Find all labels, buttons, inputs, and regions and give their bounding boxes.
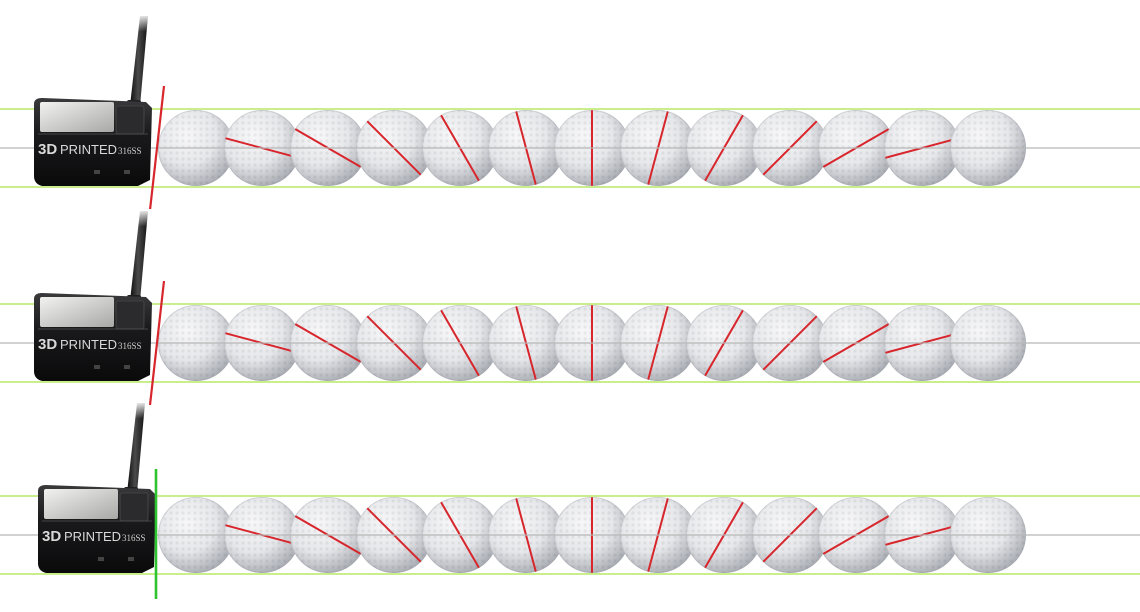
- putter-face-insert: [40, 102, 114, 132]
- shaft-fade: [126, 14, 152, 64]
- putter-face-insert: [40, 297, 114, 327]
- putter-logo-mark: 3D: [42, 528, 61, 545]
- putter-screw: [124, 365, 130, 369]
- putter-face-insert: [44, 489, 118, 519]
- putter-logo-word: PRINTED: [64, 529, 121, 544]
- putter-logo-model: 316SS: [118, 341, 142, 351]
- putter-logo-word: PRINTED: [60, 142, 117, 157]
- putter-logo-model: 316SS: [122, 533, 146, 543]
- putter-screw: [98, 557, 104, 561]
- face-angle-line-open: [148, 85, 166, 211]
- putter-screw: [128, 557, 134, 561]
- putter-logo-mark: 3D: [38, 336, 57, 353]
- putter-screw: [94, 365, 100, 369]
- shaft-fade: [123, 401, 149, 451]
- putter-logo-mark: 3D: [38, 141, 57, 158]
- putter-sightline-block: [119, 492, 149, 522]
- face-angle-line-open: [148, 280, 166, 406]
- putter-sightline-block: [115, 300, 145, 330]
- putter-screw: [124, 170, 130, 174]
- putter-logo-model: 316SS: [118, 146, 142, 156]
- putter-screw: [94, 170, 100, 174]
- putter-logo-word: PRINTED: [60, 337, 117, 352]
- putter-sightline-block: [115, 105, 145, 135]
- shaft-fade: [126, 209, 152, 259]
